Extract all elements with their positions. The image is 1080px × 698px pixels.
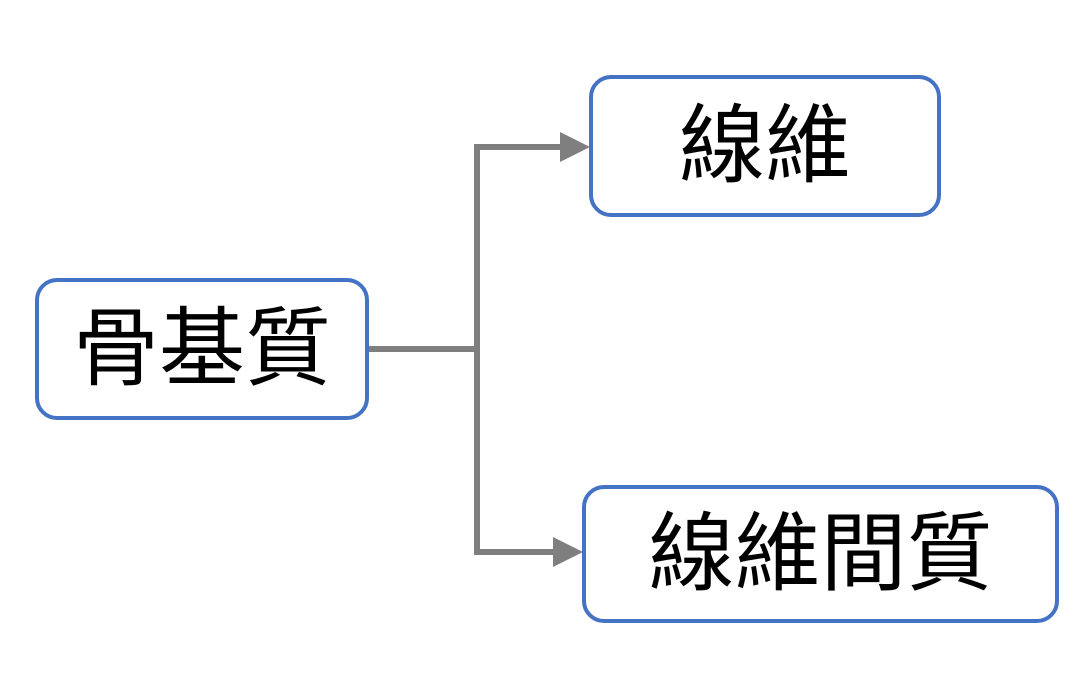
node-child-top-label: 線維 [679,96,851,196]
node-child-bottom: 線維間質 [582,485,1059,623]
arrowhead-top [560,132,590,162]
node-root: 骨基質 [35,278,369,420]
node-child-top: 線維 [589,75,941,217]
arrowhead-bottom [553,537,583,567]
node-child-bottom-label: 線維間質 [648,504,993,604]
node-root-label: 骨基質 [73,299,331,399]
